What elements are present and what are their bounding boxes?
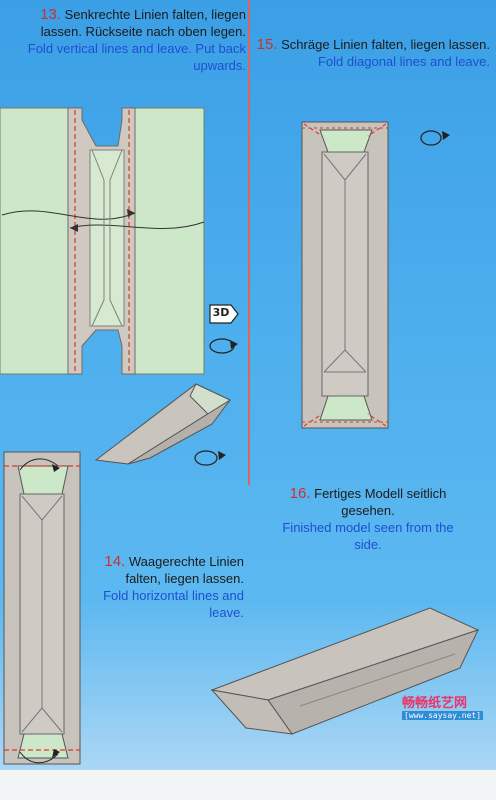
bottom-strip [0, 770, 496, 800]
step-13-text: 13. Senkrechte Linien falten, liegen las… [10, 6, 246, 74]
step-13-3d-view [94, 383, 232, 465]
step-13-paper-right [134, 107, 205, 375]
turn-over-symbol-1 [209, 338, 238, 354]
step-15-text: 15. Schräge Linien falten, liegen lassen… [256, 36, 490, 70]
step-14-text: 14. Waagerechte Linien falten, liegen la… [80, 553, 244, 621]
step-16-german: Fertiges Modell seitlich gesehen. [314, 486, 447, 518]
step-13-arrow-curve-2 [69, 221, 205, 229]
3d-badge [209, 304, 239, 324]
watermark: 畅畅纸艺网 [www.saysay.net] [402, 692, 484, 720]
turn-over-symbol-3 [420, 130, 450, 146]
step-15-fold-diag-tl [303, 123, 323, 137]
step-15-fold-diag-bl [303, 413, 323, 427]
step-14-german: Waagerechte Linien falten, liegen lassen… [125, 554, 244, 586]
step-13-paper [0, 107, 69, 375]
step-13-inner-strip [89, 149, 125, 327]
step-13-arrow-curve [1, 210, 136, 220]
step-15-english: Fold diagonal lines and leave. [317, 54, 490, 69]
step-16-english: Finished model seen from the side. [282, 520, 454, 552]
step-13-arrowhead-2 [70, 224, 78, 232]
step-14-diagram [3, 451, 81, 765]
step-15-german: Schräge Linien falten, liegen lassen. [281, 37, 490, 52]
step-16-number: 16. [289, 485, 311, 502]
finished-model [210, 607, 480, 735]
column-divider [248, 0, 250, 485]
step-13-diagram [0, 107, 205, 375]
watermark-url: [www.saysay.net] [402, 711, 484, 720]
watermark-brand: 畅畅纸艺网 [402, 696, 468, 711]
step-14-number: 14. [104, 553, 126, 570]
step-15-fold-diag-br [367, 413, 387, 427]
3d-badge-label: 3D [212, 306, 230, 319]
step-15-fold-diag-tr [367, 123, 387, 137]
step-15-number: 15. [256, 36, 278, 53]
turn-over-symbol-2 [194, 450, 226, 466]
step-16-text: 16. Fertiges Modell seitlich gesehen. Fi… [270, 485, 466, 553]
step-13-arrowhead [127, 209, 135, 217]
step-13-number: 13. [40, 6, 61, 23]
step-15-diagram [301, 121, 389, 429]
step-13-german: Senkrechte Linien falten, liegen lassen.… [40, 7, 246, 39]
step-13-english: Fold vertical lines and leave. Put back … [27, 41, 246, 73]
step-14-english: Fold horizontal lines and leave. [103, 588, 244, 620]
